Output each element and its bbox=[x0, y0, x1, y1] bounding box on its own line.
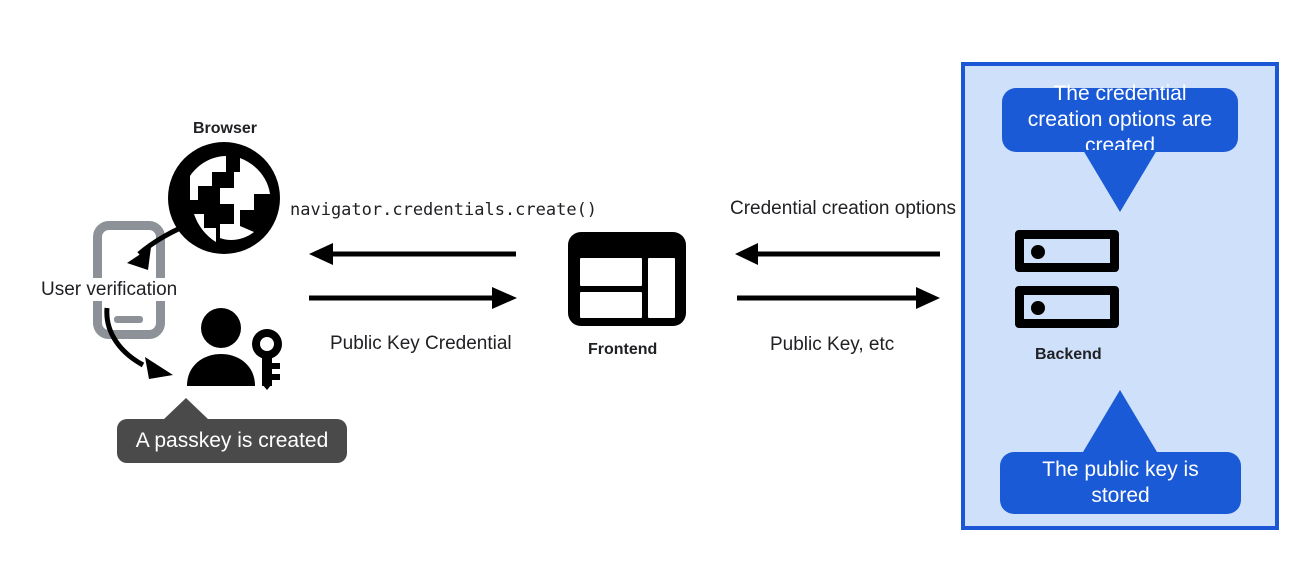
user-passkey-icon bbox=[183, 308, 291, 390]
frontend-label: Frontend bbox=[588, 341, 658, 358]
backend-public-key-bubble-text: The public key is stored bbox=[1000, 452, 1241, 514]
frontend-panel-top-left bbox=[580, 258, 642, 286]
user-verification-label: User verification bbox=[38, 278, 181, 302]
backend-label: Backend bbox=[1035, 346, 1102, 363]
browser-globe-icon bbox=[168, 142, 280, 254]
backend-credential-options-bubble: The credential creation options are crea… bbox=[1002, 82, 1238, 157]
backend-public-key-bubble: The public key is stored bbox=[1000, 452, 1241, 514]
backend-public-key-bubble-tail bbox=[1083, 390, 1157, 452]
frontend-backend-arrows bbox=[735, 243, 940, 309]
browser-frontend-flow: navigator.credentials.create() Public Ke… bbox=[290, 190, 597, 360]
frontend-backend-flow: Credential creation options Public Key, … bbox=[730, 190, 960, 360]
passkey-tooltip: A passkey is created bbox=[117, 419, 347, 463]
browser-frontend-arrows bbox=[309, 243, 517, 309]
phone-to-user-arrow bbox=[104, 307, 173, 379]
browser-label: Browser bbox=[193, 120, 258, 137]
server-rack-bottom bbox=[1015, 286, 1119, 328]
backend-credential-options-bubble-text: The credential creation options are crea… bbox=[1002, 82, 1238, 157]
backend-credential-options-bubble-tail bbox=[1083, 150, 1157, 212]
globe-to-phone-arrow bbox=[127, 219, 196, 270]
server-rack-bottom-led bbox=[1031, 301, 1045, 315]
frontend-backend-inbound-label: Credential creation options bbox=[730, 198, 957, 219]
phone-speaker-bar bbox=[114, 316, 143, 323]
server-rack-top-led bbox=[1031, 245, 1045, 259]
passkey-tooltip-tail bbox=[163, 398, 209, 420]
user-verification-label-text: User verification bbox=[38, 278, 181, 301]
passkey-tooltip-text: A passkey is created bbox=[117, 419, 347, 463]
frontend-panel-bottom-left bbox=[580, 292, 642, 318]
frontend-icon bbox=[568, 232, 686, 326]
frontend-panel-right bbox=[648, 258, 675, 318]
frontend-backend-outbound-label: Public Key, etc bbox=[770, 334, 895, 355]
server-rack-top bbox=[1015, 230, 1119, 272]
browser-frontend-outbound-label: Public Key Credential bbox=[330, 333, 512, 354]
backend-server-icon bbox=[1015, 230, 1119, 330]
browser-frontend-inbound-label: navigator.credentials.create() bbox=[290, 200, 598, 220]
